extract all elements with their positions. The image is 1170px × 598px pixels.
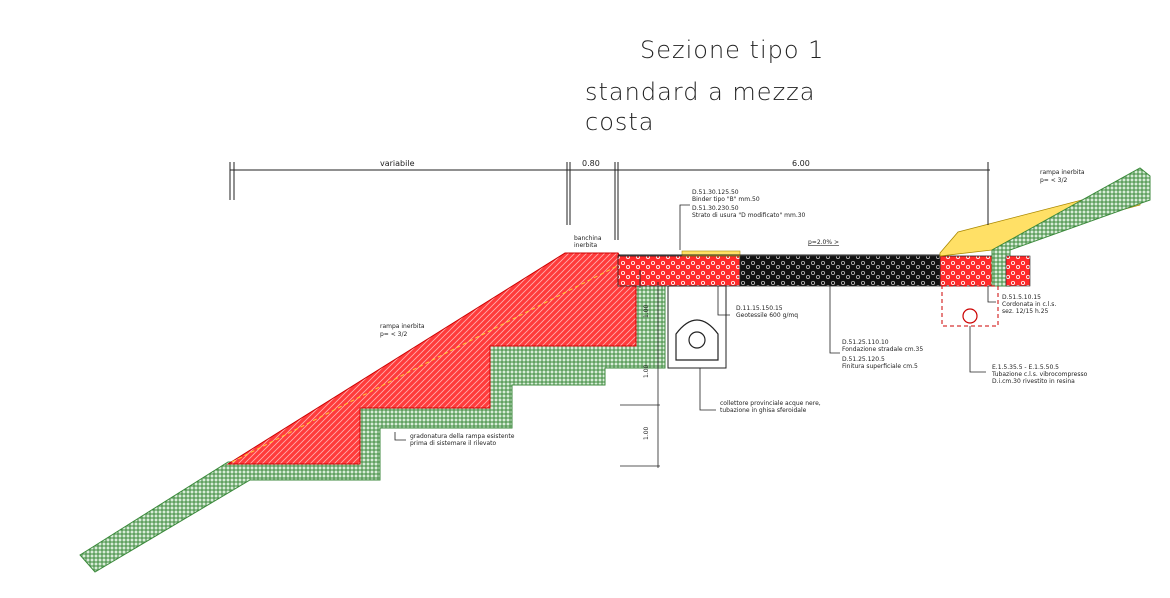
label-banchina-2: inerbita xyxy=(574,242,597,249)
level-mark-middle: 1.00 xyxy=(643,364,650,378)
label-fondazione-code: D.51.25.110.10 xyxy=(842,339,889,346)
label-finitura-desc: Finitura superficiale cm.5 xyxy=(842,363,918,370)
dim-shoulder: 0.80 xyxy=(582,159,600,168)
label-rampa-left-1: rampa inerbita xyxy=(380,323,425,330)
level-mark-upper: 1.00 xyxy=(643,304,650,318)
label-fondazione-desc: Fondazione stradale cm.35 xyxy=(842,346,923,353)
label-gradonatura-2: prima di sistemare il rilevato xyxy=(410,440,496,447)
label-cordonata-code: D.51.5.10.15 xyxy=(1002,294,1041,301)
label-rampa-right-1: rampa inerbita xyxy=(1040,169,1085,176)
sewer-pipe xyxy=(688,331,706,349)
dim-variable: variabile xyxy=(380,159,415,168)
level-mark-lower: 1.00 xyxy=(643,426,650,440)
label-tubazione-code: E.1.5.35.5 - E.1.5.50.5 xyxy=(992,364,1059,371)
label-collettore-1: collettore provinciale acque nere, xyxy=(720,400,821,407)
drain-pipe-box xyxy=(941,285,999,327)
label-tubazione-desc-1: Tubazione c.l.s. vibrocompresso xyxy=(991,371,1088,378)
label-geotessile-desc: Geotessile 600 g/mq xyxy=(736,312,798,319)
pavement-center-black xyxy=(739,255,941,287)
section-subtitle: standard a mezza xyxy=(585,78,816,106)
drain-pipe xyxy=(962,308,978,324)
leader-lines xyxy=(394,204,996,441)
label-tubazione-desc-2: D.i.cm.30 rivestito in resina xyxy=(992,378,1075,385)
label-banchina-1: banchina xyxy=(574,235,602,242)
pavement-right-red xyxy=(939,255,993,287)
label-binder-desc: Binder tipo "B" mm.50 xyxy=(692,196,760,203)
label-binder-code: D.51.30.125.50 xyxy=(692,189,739,196)
shoulder-strip xyxy=(681,250,741,257)
dim-carriageway: 6.00 xyxy=(792,159,810,168)
label-geotessile-code: D.11.15.150.15 xyxy=(736,305,783,312)
level-marks xyxy=(620,282,660,468)
label-rampa-left-2: p= < 3/2 xyxy=(380,331,408,338)
right-red-block xyxy=(1005,255,1031,287)
label-gradonatura-1: gradonatura della rampa esistente xyxy=(410,433,515,440)
dimension-line xyxy=(229,162,990,240)
slope-dashed-line xyxy=(231,261,626,463)
label-collettore-2: tubazione in ghisa sferoidale xyxy=(720,407,807,414)
label-cordonata-desc-1: Cordonata in c.l.s. xyxy=(1002,301,1056,308)
sewer-pipe-body xyxy=(675,319,719,361)
pavement-left-red xyxy=(617,255,741,287)
label-cordonata-desc-2: sez. 12/15 h.25 xyxy=(1002,308,1049,315)
embankment-fill xyxy=(226,252,637,465)
label-usura-desc: Strato di usura "D modificato" mm.30 xyxy=(692,212,806,219)
label-slope: p=2.0% > xyxy=(808,239,839,246)
section-title: Sezione tipo 1 xyxy=(640,36,825,64)
label-rampa-right-2: p= < 3/2 xyxy=(1040,177,1068,184)
sewer-collector-box xyxy=(667,285,727,369)
label-usura-code: D.51.30.230.50 xyxy=(692,205,739,212)
label-finitura-code: D.51.25.120.5 xyxy=(842,356,885,363)
section-subtitle-2: costa xyxy=(585,108,655,136)
